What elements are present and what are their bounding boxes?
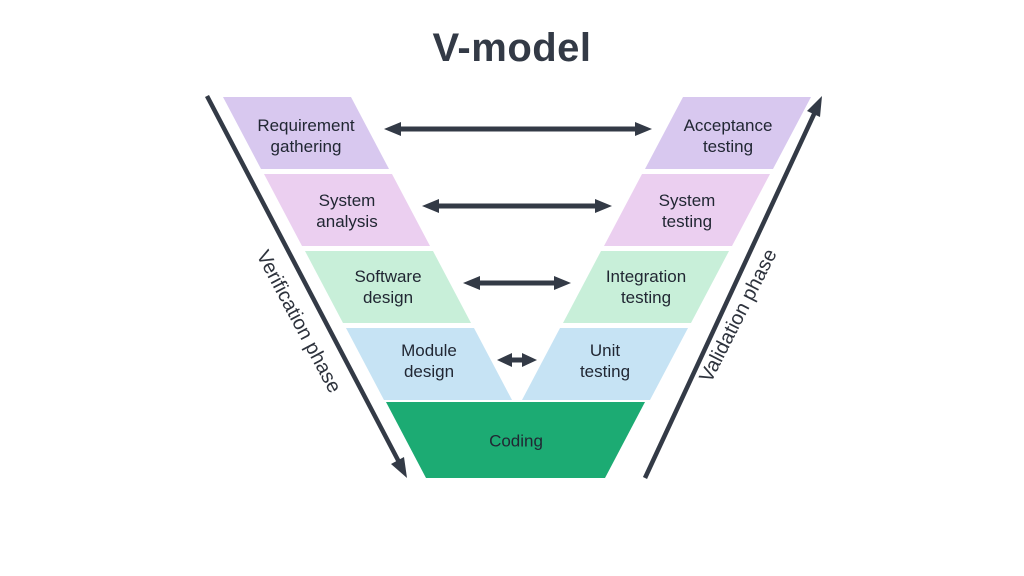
module-design-label: Module design: [401, 341, 457, 381]
requirement-gathering-shape: [223, 97, 389, 169]
link-arrow-row2-left-head-icon: [422, 199, 439, 213]
module-design-shape: [346, 328, 512, 400]
link-arrow-row1-left-head-icon: [384, 122, 401, 136]
software-design-shape: [305, 251, 471, 323]
diagram-title: V-model: [432, 26, 592, 70]
integration-testing-label: Integration testing: [605, 267, 687, 307]
link-arrow-row3-right-head-icon: [554, 276, 571, 290]
link-arrow-row4-left-head-icon: [497, 353, 512, 367]
validation-phase-arrow-head-icon: [807, 96, 822, 117]
link-arrow-row3-left-head-icon: [463, 276, 480, 290]
system-analysis-shape: [264, 174, 430, 246]
validation-phase-arrow-shaft: [642, 111, 818, 479]
system-testing-shape: [604, 174, 770, 246]
verification-phase-arrow: [205, 94, 407, 478]
link-arrow-row4: [497, 353, 537, 367]
validation-phase-arrow: [642, 96, 822, 479]
link-arrow-row3: [463, 276, 571, 290]
requirement-gathering-label: Requirement gathering: [257, 116, 355, 156]
system-testing-label: System testing: [658, 191, 716, 231]
coding-label: Coding: [489, 431, 543, 451]
integration-testing-shape: [563, 251, 729, 323]
link-arrow-row2: [422, 199, 612, 213]
link-arrow-row1-right-head-icon: [635, 122, 652, 136]
acceptance-testing-label: Acceptance testing: [683, 116, 773, 156]
link-arrow-row2-right-head-icon: [595, 199, 612, 213]
verification-phase-arrow-head-icon: [391, 457, 407, 478]
unit-testing-shape: [522, 328, 688, 400]
acceptance-testing-shape: [645, 97, 811, 169]
unit-testing-label: Unit testing: [579, 341, 631, 381]
coding-shape: [386, 402, 645, 478]
verification-phase-arrow-shaft: [205, 94, 401, 464]
link-arrow-row4-right-head-icon: [522, 353, 537, 367]
software-design-label: Software design: [354, 267, 422, 307]
link-arrow-row1: [384, 122, 652, 136]
system-analysis-label: System analysis: [316, 191, 378, 231]
